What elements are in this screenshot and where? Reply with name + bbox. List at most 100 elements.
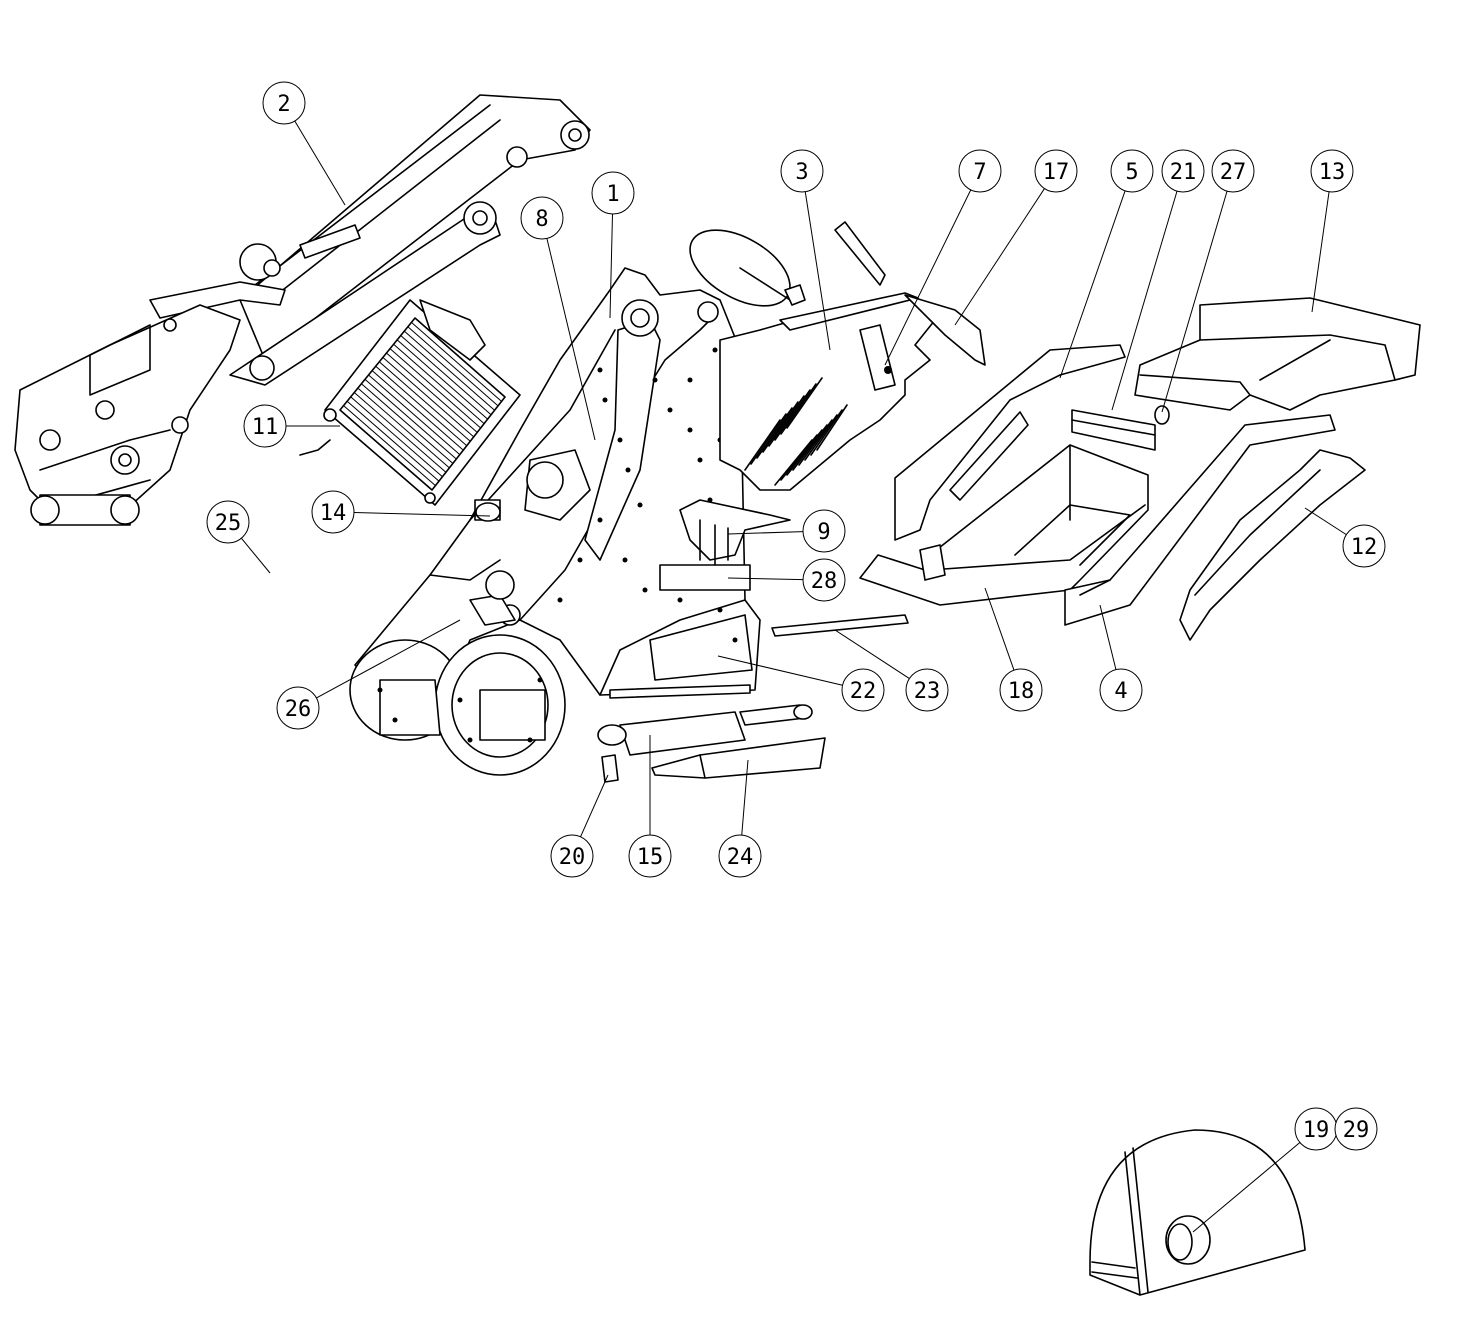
vent-slat (816, 404, 848, 451)
leader-line-28 (727, 577, 804, 581)
callout-number: 14 (320, 501, 347, 526)
mounting-hole (467, 737, 473, 743)
vent-slat (804, 414, 838, 461)
part-rear-fender (1134, 297, 1421, 411)
leader-line-9 (727, 531, 804, 535)
radiator-fin (411, 322, 502, 402)
callout-number: 11 (252, 415, 279, 440)
leader-line-3 (804, 191, 831, 351)
radiator-fin (389, 348, 481, 429)
radiator-fin (364, 378, 457, 460)
leader-line-13 (1311, 191, 1330, 313)
callout-number: 15 (637, 845, 664, 870)
radiator-fin (375, 365, 468, 447)
vent-slat (750, 413, 787, 465)
part-flat-bar (771, 614, 909, 637)
leader-line-1 (609, 213, 613, 319)
radiator-fin (386, 352, 478, 433)
callout-circle (1110, 149, 1154, 193)
vent-slat (810, 409, 843, 456)
vent-slat (756, 407, 793, 459)
mounting-hole (697, 457, 703, 463)
mounting-hole (637, 502, 643, 508)
vent-slat (774, 439, 813, 486)
leader-line-17 (954, 188, 1045, 326)
leader-line-19 (1192, 1142, 1301, 1233)
mounting-hole (617, 437, 623, 443)
mounting-hole (625, 467, 631, 473)
mounting-hole (687, 377, 693, 383)
callout-circle (276, 686, 320, 730)
callout-number: 4 (1114, 679, 1127, 704)
leader-line-5 (1059, 190, 1126, 379)
callout-circle (958, 149, 1002, 193)
callout-number: 23 (914, 679, 941, 704)
mounting-hole (652, 377, 658, 383)
callout-number: 8 (535, 207, 548, 232)
callout-8: 8 (520, 196, 564, 240)
callout-14: 14 (311, 490, 355, 534)
callout-number: 26 (285, 697, 312, 722)
radiator-fin (368, 374, 461, 455)
vent-slat (786, 429, 823, 476)
callout-circle (311, 490, 355, 534)
radiator-fin (350, 396, 443, 478)
callout-circle (1161, 149, 1205, 193)
leader-line-21 (1111, 190, 1178, 411)
callout-circle (1310, 149, 1354, 193)
part-steering-wheel (689, 229, 806, 307)
callout-number: 29 (1343, 1118, 1370, 1143)
vent-slat (774, 389, 811, 441)
radiator-fin (371, 370, 464, 451)
callout-circle (802, 509, 846, 553)
radiator-fin (393, 343, 485, 424)
part-radiator (299, 299, 521, 506)
leader-line-23 (834, 629, 910, 679)
part-hydraulic-cylinder (597, 704, 813, 756)
part-boom-arm (14, 94, 591, 526)
callout-circle (1334, 1107, 1378, 1151)
radiator-fin (407, 326, 499, 407)
callout-circle (780, 149, 824, 193)
vent-slat (762, 401, 799, 453)
callout-number: 25 (215, 511, 242, 536)
leader-line-22 (717, 655, 843, 686)
leader-line-25 (240, 537, 271, 574)
leader-line-14 (353, 512, 491, 517)
leader-line-7 (884, 189, 972, 366)
callout-circle (1211, 149, 1255, 193)
leader-line-20 (580, 774, 609, 838)
callout-27: 27 (1211, 149, 1255, 193)
callout-7: 7 (958, 149, 1002, 193)
mounting-hole (687, 427, 693, 433)
part-floor-pan (859, 444, 1149, 606)
mounting-hole (527, 737, 533, 743)
mounting-hole (602, 397, 608, 403)
leader-lines (240, 120, 1347, 1233)
vent-slat (786, 377, 823, 429)
callout-24: 24 (718, 834, 762, 878)
mounting-hole (392, 717, 398, 723)
callout-number: 18 (1008, 679, 1035, 704)
radiator-fin (400, 335, 492, 416)
leader-line-24 (741, 759, 749, 836)
mounting-hole (667, 407, 673, 413)
callout-12: 12 (1342, 524, 1386, 568)
callout-number: 1 (606, 182, 619, 207)
callout-circle (628, 834, 672, 878)
vent-slat (780, 434, 818, 481)
callout-3: 3 (780, 149, 824, 193)
radiator-fin (339, 409, 433, 491)
radiator-fin (343, 405, 436, 486)
part-side-rail (1064, 414, 1336, 626)
vent-slat (780, 383, 817, 435)
radiator-fin (403, 330, 495, 411)
vent-slat (768, 395, 805, 447)
mounting-hole (597, 517, 603, 523)
callout-circle (718, 834, 762, 878)
callout-circle (550, 834, 594, 878)
callout-circle (999, 668, 1043, 712)
radiator-fin (361, 383, 454, 464)
